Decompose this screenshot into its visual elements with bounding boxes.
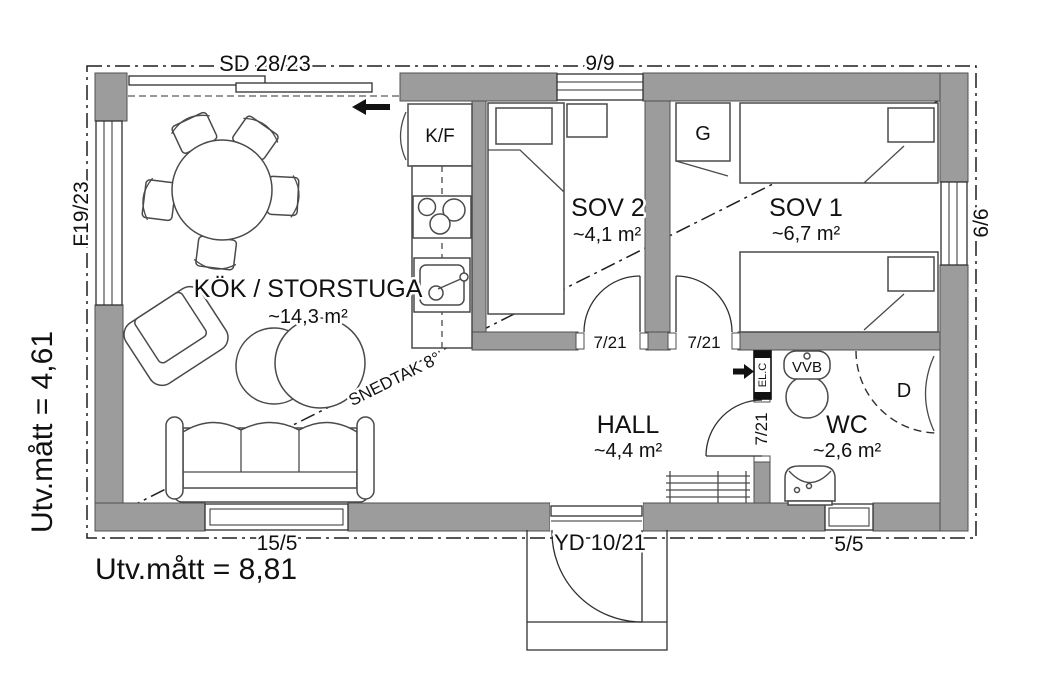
room-area: ~6,7 m² [772, 223, 841, 245]
sliding-door-label: SD 28/23 [219, 51, 311, 76]
radiator [666, 471, 750, 503]
entry-door-label: YD 10/21 [554, 530, 646, 555]
wc-fixtures [783, 350, 939, 506]
window-15-5 [204, 503, 349, 531]
fixture-label: D [897, 380, 911, 402]
window-label: 5/5 [834, 533, 863, 556]
walls [94, 72, 969, 532]
window-5-5 [824, 503, 874, 531]
door-wc [705, 399, 763, 457]
fixture-label: G [695, 123, 711, 145]
room-name: HALL [597, 411, 660, 439]
window-9-9 [556, 73, 644, 101]
wall-kitchen-bedroom2 [471, 100, 487, 351]
electrical-cabinet [753, 350, 772, 400]
openings [95, 73, 968, 651]
room-name: SOV 1 [769, 194, 843, 222]
window-label: F19/23 [70, 181, 93, 246]
bed [739, 251, 939, 333]
fixture-label: K/F [425, 126, 455, 147]
room-area: ~4,4 m² [594, 440, 663, 462]
kitchen-sink [413, 257, 471, 313]
door-bedroom2 [583, 275, 641, 333]
window-label: 6/6 [970, 208, 993, 237]
wall-bedroom2-bedroom1 [644, 100, 671, 333]
dimension-width: Utv.mått = 8,81 [95, 553, 297, 586]
hall-fixtures [666, 350, 772, 503]
room-name: KÖK / STORSTUGA [194, 275, 423, 303]
sliding-door [128, 75, 400, 97]
porch-steps [526, 530, 668, 651]
room-area: ~4,1 m² [573, 224, 642, 246]
window-label: 15/5 [257, 532, 298, 555]
bedroom2-furniture [487, 102, 608, 315]
toilet [783, 350, 831, 419]
labels: SD 28/23 9/9 F19/23 6/6 15/5 5/5 YD 10/2… [24, 49, 996, 589]
livingroom-furniture [123, 111, 375, 503]
nightstand [566, 103, 608, 138]
bed [487, 102, 565, 315]
wc-sink [784, 465, 836, 506]
electrical-arrow-icon [733, 364, 754, 379]
armchair [123, 285, 229, 387]
shower [855, 350, 939, 434]
side-table [274, 317, 366, 409]
door-label: 7/21 [752, 412, 771, 445]
window-f19-23 [95, 120, 123, 306]
fixture-label: EL.C [757, 363, 769, 388]
room-area: ~2,6 m² [813, 440, 882, 462]
sliding-direction-arrow-icon [352, 99, 390, 115]
fixture-label: VVB [792, 359, 822, 376]
bedroom1-furniture [675, 102, 939, 333]
entry-door [526, 503, 668, 651]
fridge-door-arc [399, 111, 407, 161]
door-label: 7/21 [687, 333, 720, 352]
window-label: 9/9 [585, 52, 614, 75]
wardrobe [675, 102, 731, 177]
room-area: ~14,3 m² [268, 306, 348, 328]
room-name: SOV 2 [571, 194, 645, 222]
bed [739, 102, 939, 184]
door-label: 7/21 [593, 333, 626, 352]
sofa [165, 416, 375, 503]
dimension-height: Utv.mått = 4,61 [26, 331, 59, 533]
stove [412, 195, 472, 239]
fridge-freezer [407, 103, 473, 167]
window-6-6 [940, 181, 968, 266]
room-name: WC [826, 411, 868, 439]
kitchen [352, 99, 473, 349]
door-bedroom1 [675, 275, 733, 333]
dining-table [171, 139, 273, 241]
